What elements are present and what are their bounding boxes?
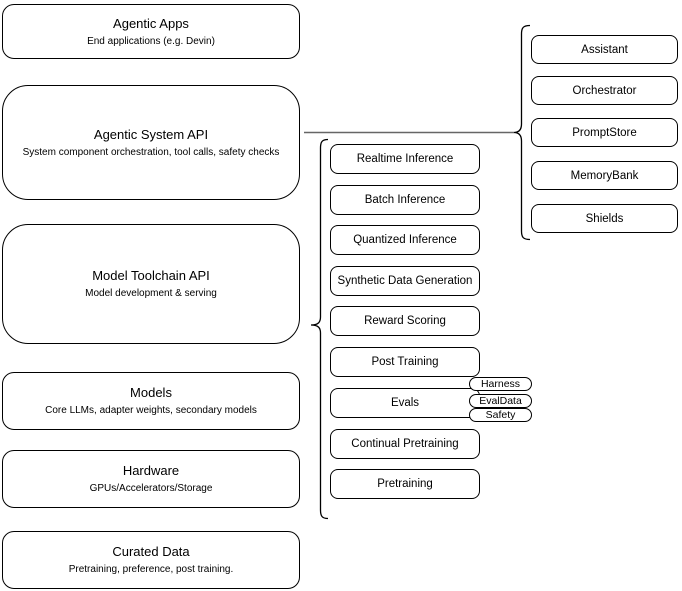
realtime-inference-box: Realtime Inference [330, 144, 480, 174]
agentic-apps-box: Agentic Apps End applications (e.g. Devi… [2, 4, 300, 59]
safety-tag: Safety [469, 408, 532, 422]
assistant-box: Assistant [531, 35, 678, 64]
model-toolchain-api-subtitle: Model development & serving [85, 288, 217, 299]
curated-data-box: Curated Data Pretraining, preference, po… [2, 531, 300, 589]
memorybank-box: MemoryBank [531, 161, 678, 190]
hardware-subtitle: GPUs/Accelerators/Storage [89, 483, 213, 494]
agentic-system-api-box: Agentic System API System component orch… [2, 85, 300, 200]
quantized-inference-box: Quantized Inference [330, 225, 480, 255]
models-subtitle: Core LLMs, adapter weights, secondary mo… [45, 405, 257, 416]
reward-scoring-box: Reward Scoring [330, 306, 480, 336]
evals-box: Evals [330, 388, 480, 418]
toolchain-components-brace [310, 138, 329, 520]
model-toolchain-api-box: Model Toolchain API Model development & … [2, 224, 300, 344]
evaldata-tag: EvalData [469, 394, 532, 408]
models-title: Models [130, 385, 172, 400]
agentic-components-brace [513, 24, 531, 241]
harness-tag: Harness [469, 377, 532, 391]
hardware-title: Hardware [122, 463, 180, 478]
curated-data-subtitle: Pretraining, preference, post training. [68, 564, 234, 575]
promptstore-box: PromptStore [531, 118, 678, 147]
orchestrator-box: Orchestrator [531, 76, 678, 105]
pretraining-box: Pretraining [330, 469, 480, 499]
continual-pretraining-box: Continual Pretraining [330, 429, 480, 459]
model-toolchain-api-title: Model Toolchain API [92, 268, 210, 283]
models-box: Models Core LLMs, adapter weights, secon… [2, 372, 300, 430]
post-training-box: Post Training [330, 347, 480, 377]
agentic-system-api-title: Agentic System API [93, 126, 209, 142]
agentic-apps-title: Agentic Apps [113, 15, 189, 31]
agentic-system-api-subtitle: System component orchestration, tool cal… [22, 146, 280, 158]
hardware-box: Hardware GPUs/Accelerators/Storage [2, 450, 300, 508]
agentic-apps-subtitle: End applications (e.g. Devin) [87, 35, 215, 47]
batch-inference-box: Batch Inference [330, 185, 480, 215]
curated-data-title: Curated Data [112, 544, 190, 559]
synthetic-data-generation-box: Synthetic Data Generation [330, 266, 480, 296]
shields-box: Shields [531, 204, 678, 233]
